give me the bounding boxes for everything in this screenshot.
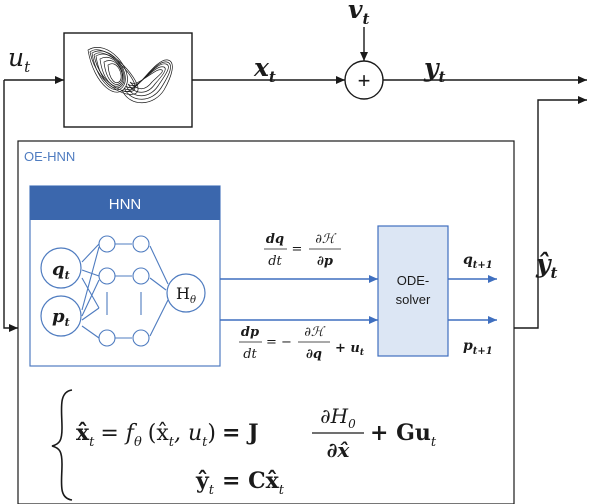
- input-signal-label: ut: [8, 43, 31, 76]
- svg-text:=: =: [292, 242, 303, 257]
- svg-text:dq: dq: [266, 232, 284, 247]
- q-input-label: qt: [52, 259, 70, 282]
- svg-text:∂ℋ: ∂ℋ: [304, 325, 326, 340]
- ode-solver-box: [377, 225, 449, 357]
- state-signal-label: xt: [253, 53, 276, 86]
- hnn-header: [30, 186, 220, 220]
- hidden-node: [132, 329, 150, 347]
- oe-hnn-label: OE-HNN: [24, 149, 75, 164]
- input-feedback-line: [3, 80, 18, 332]
- hnn-connections: [81, 243, 169, 339]
- equation-brace: [51, 389, 73, 501]
- hidden-node: [98, 235, 116, 253]
- hamiltonian-node: [166, 273, 206, 313]
- dp-equation: dp dt = − ∂ℋ ∂q + ut: [239, 325, 365, 362]
- state-equation: x̂t= fθ(x̂t, ut)= J: [76, 420, 259, 450]
- hidden-node: [132, 235, 150, 253]
- output-signal-label: yt: [423, 53, 446, 86]
- hnn-nodes: [98, 235, 150, 347]
- dq-equation: dq dt = ∂ℋ ∂p: [264, 232, 341, 269]
- estimate-output-arrow: [514, 96, 587, 329]
- q-input-node: [40, 247, 82, 289]
- hnn-title: HNN: [109, 196, 142, 213]
- svg-text:dt: dt: [268, 254, 282, 269]
- hidden-node: [132, 267, 150, 285]
- state-equation-denominator: ∂x̂: [327, 438, 351, 462]
- p-input-label: pt: [52, 306, 70, 329]
- noise-signal-label: vt: [348, 0, 370, 28]
- output-equation: ŷt= Cx̂t: [195, 468, 285, 498]
- state-equation-numerator: ∂H0: [320, 404, 356, 431]
- p-next-label: pt+1: [463, 338, 493, 357]
- hidden-node: [98, 267, 116, 285]
- svg-text:dt: dt: [243, 347, 257, 362]
- p-input-node: [40, 295, 82, 337]
- svg-text:dp: dp: [241, 325, 259, 340]
- svg-text:∂p: ∂p: [317, 254, 333, 269]
- ode-solver-label-line1: ODE-: [397, 273, 430, 288]
- estimate-signal-label: ŷt: [535, 249, 558, 282]
- svg-text:+ ut: + ut: [335, 341, 365, 358]
- svg-text:= −: = −: [266, 335, 292, 350]
- system-box: [63, 32, 193, 128]
- svg-text:∂ℋ: ∂ℋ: [315, 232, 337, 247]
- state-equation-tail: + Gut: [370, 420, 437, 450]
- hamiltonian-label: Hθ: [176, 284, 196, 306]
- q-next-label: qt+1: [463, 252, 493, 271]
- hidden-node: [98, 329, 116, 347]
- sum-symbol: +: [358, 68, 371, 93]
- svg-text:∂q: ∂q: [306, 347, 322, 362]
- ode-solver-label-line2: solver: [396, 292, 431, 307]
